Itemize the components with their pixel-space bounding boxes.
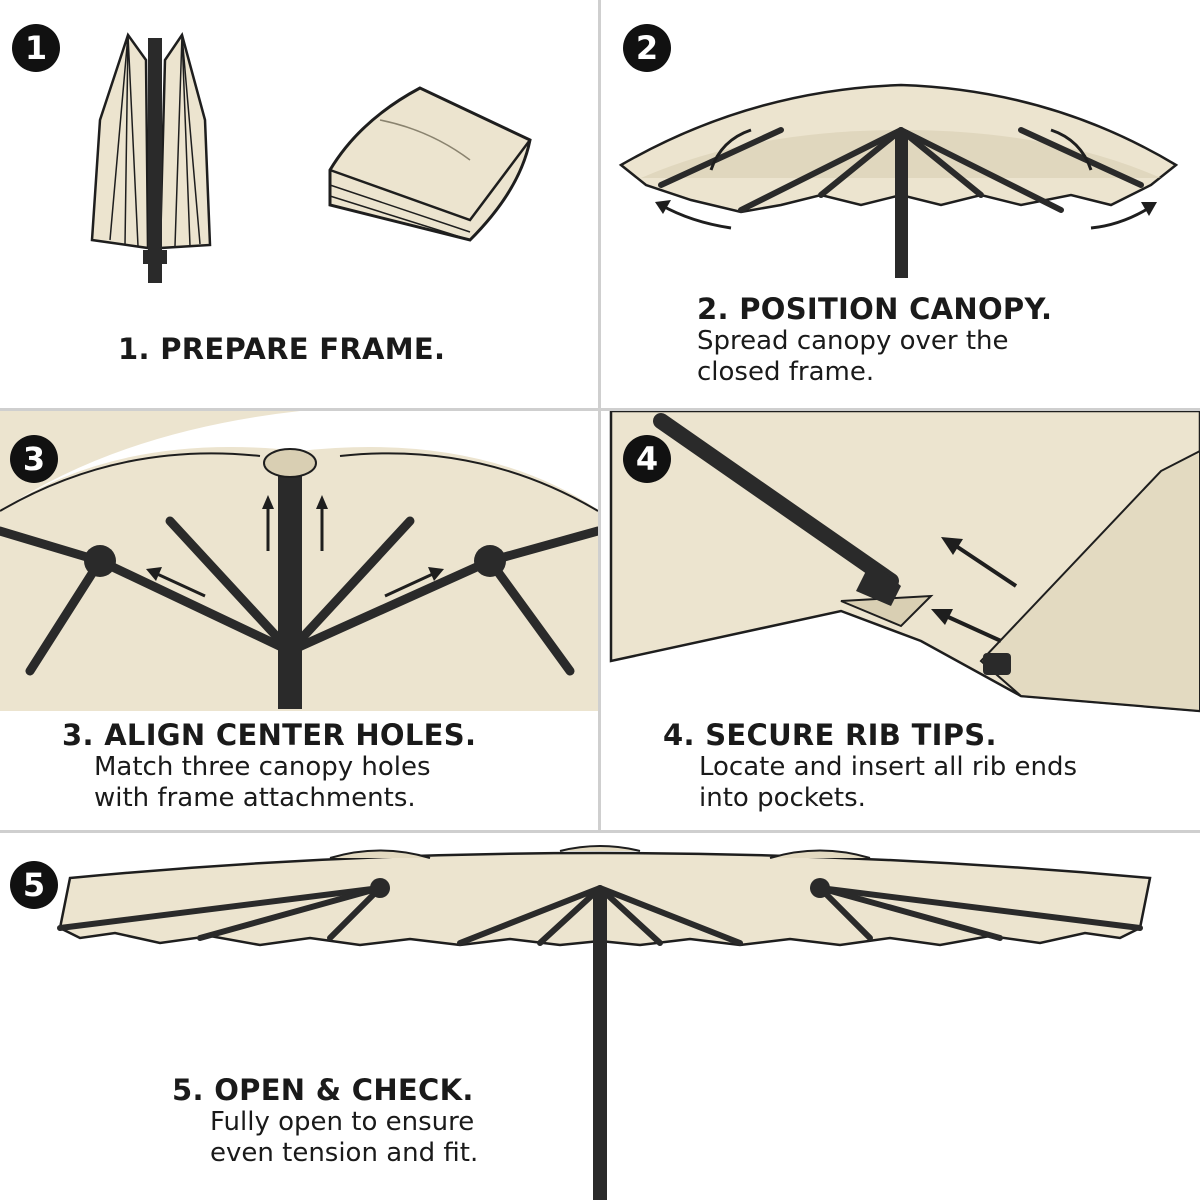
step-title: 5. OPEN & CHECK. bbox=[172, 1073, 474, 1107]
step-description: Spread canopy over the closed frame. bbox=[697, 326, 1009, 387]
step-description: Match three canopy holes with frame atta… bbox=[94, 752, 431, 813]
step-badge: 3 bbox=[10, 435, 58, 483]
step-description: Locate and insert all rib ends into pock… bbox=[699, 752, 1078, 813]
closed-umbrella-illustration bbox=[90, 32, 532, 283]
center-holes-illustration bbox=[0, 411, 598, 711]
step-2-panel: 2 2. POSITION CANOPY. Spread canopy over… bbox=[601, 0, 1200, 408]
step-badge: 2 bbox=[623, 24, 671, 72]
horizontal-divider-2 bbox=[0, 830, 1200, 833]
step-title: 4. SECURE RIB TIPS. bbox=[663, 718, 997, 752]
step-5-panel: 5 5. OPEN & CHECK. Fully open to ensure … bbox=[0, 833, 1200, 1200]
step-3-panel: 3 3. ALIGN CENTER HOLES. Match three can… bbox=[0, 411, 598, 830]
step-badge: 1 bbox=[12, 24, 60, 72]
folded-canopy bbox=[328, 86, 532, 242]
step-description: Fully open to ensure even tension and fi… bbox=[210, 1107, 479, 1168]
canopy-over-frame-illustration bbox=[618, 83, 1179, 278]
rib-tip-pocket-illustration bbox=[609, 411, 1200, 713]
step-title: 2. POSITION CANOPY. bbox=[697, 292, 1053, 326]
step-title: 3. ALIGN CENTER HOLES. bbox=[62, 718, 477, 752]
open-umbrella-illustration bbox=[57, 845, 1152, 1200]
step-4-panel: 4 4. SECURE RIB TIPS. Locate and insert … bbox=[601, 411, 1200, 830]
vertical-divider-top bbox=[598, 0, 601, 830]
step-title: 1. PREPARE FRAME. bbox=[118, 332, 446, 366]
step-badge: 5 bbox=[10, 861, 58, 909]
step-1-panel: 1 1. PREPARE FRAME. bbox=[0, 0, 598, 408]
step-badge: 4 bbox=[623, 435, 671, 483]
horizontal-divider-1 bbox=[0, 408, 1200, 411]
